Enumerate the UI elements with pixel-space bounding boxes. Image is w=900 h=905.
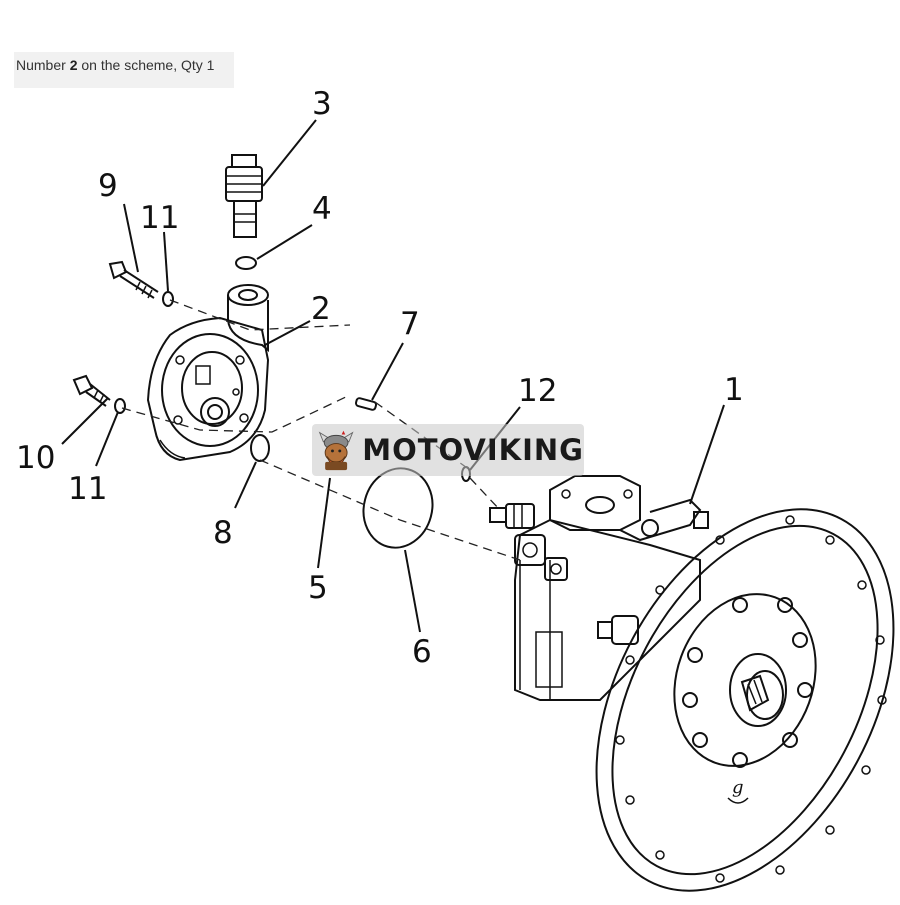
callout-6: 6	[412, 634, 432, 670]
viking-logo-icon	[318, 430, 354, 471]
port-plug	[489, 503, 535, 529]
part-caption: Number 2 on the scheme, Qty 1	[14, 52, 234, 88]
callout-7: 7	[400, 306, 420, 342]
part-2-gear-pump	[146, 284, 270, 462]
callout-9: 9	[98, 168, 118, 204]
callout-4: 4	[312, 191, 332, 227]
callout-numbers: 1 2 3 4 5 6 7 8 9 10 11 11 12	[16, 86, 744, 670]
part-9-bolt	[108, 260, 159, 299]
brand-name: MOTOVIKING	[362, 433, 584, 467]
part-1-main-pump: g	[489, 475, 895, 892]
callout-11a: 11	[140, 200, 179, 236]
caption-suffix: on the scheme, Qty 1	[77, 57, 215, 73]
part-3-valve	[225, 154, 263, 238]
callout-5: 5	[308, 570, 328, 606]
leader-lines	[61, 119, 725, 633]
callout-8: 8	[213, 515, 233, 551]
part-11-washer-top	[162, 291, 174, 307]
caption-prefix: Number	[16, 57, 70, 73]
callout-11b: 11	[68, 471, 107, 507]
callout-12: 12	[518, 373, 557, 409]
callout-2: 2	[311, 291, 331, 327]
part-7-pin	[354, 397, 378, 411]
part-11-washer-lower	[114, 398, 126, 414]
brand-watermark: MOTOVIKING	[312, 424, 584, 476]
callout-10: 10	[16, 440, 55, 476]
caption-number: 2	[69, 57, 78, 73]
part-8-o-ring	[250, 434, 270, 462]
callout-3: 3	[312, 86, 332, 122]
part-4-o-ring	[235, 256, 257, 270]
callout-1: 1	[724, 372, 744, 408]
svg-text:g: g	[732, 777, 744, 798]
